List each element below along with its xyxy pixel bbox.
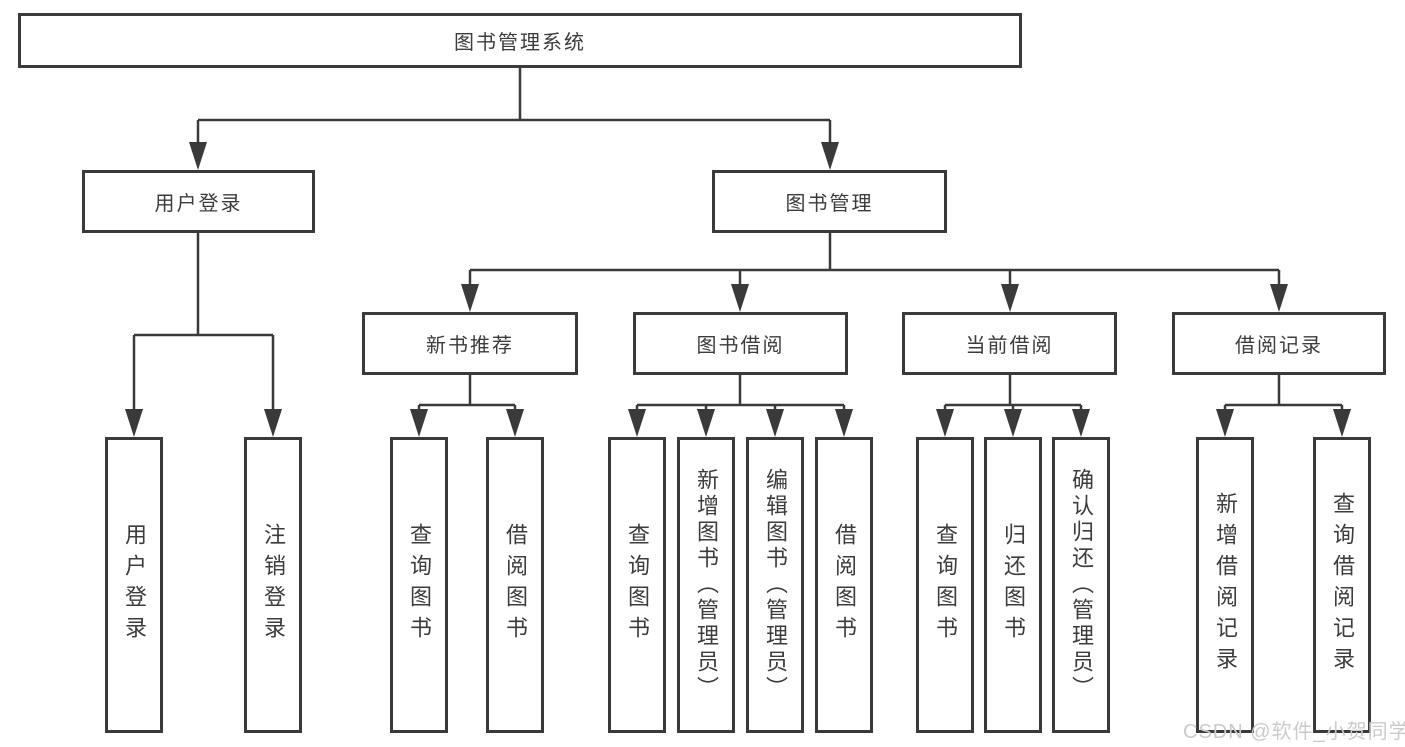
leaf-add-books-admin: 新增图书（管理员） [677, 437, 735, 733]
arrowheads [125, 142, 1351, 437]
leaf-borrow-books-label: 借阅图书 [832, 523, 857, 647]
leaf-edit-books-admin-label: 编辑图书（管理员） [763, 468, 788, 702]
leaf-borrow-books: 借阅图书 [815, 437, 873, 733]
leaf-add-borrow-record-label: 新增借阅记录 [1213, 492, 1238, 678]
leaf-borrow-query-books: 查询图书 [608, 437, 666, 733]
leaf-recommend-borrow-books-label: 借阅图书 [503, 523, 528, 647]
leaf-recommend-query-books-label: 查询图书 [407, 523, 432, 647]
node-current-borrow-label: 当前借阅 [965, 335, 1054, 357]
leaf-logout: 注销登录 [244, 437, 302, 733]
leaf-recommend-borrow-books: 借阅图书 [486, 437, 544, 733]
leaf-logout-label: 注销登录 [261, 523, 286, 647]
leaf-add-books-admin-label: 新增图书（管理员） [694, 468, 719, 702]
leaf-current-query-books: 查询图书 [916, 437, 974, 733]
node-book-borrow: 图书借阅 [633, 312, 848, 375]
leaf-confirm-return-admin: 确认归还（管理员） [1052, 437, 1110, 733]
node-book-borrow-label: 图书借阅 [696, 335, 785, 357]
node-library-system-label: 图书管理系统 [454, 32, 586, 54]
leaf-edit-books-admin: 编辑图书（管理员） [746, 437, 804, 733]
leaf-current-query-books-label: 查询图书 [933, 523, 958, 647]
node-user-login: 用户登录 [82, 170, 315, 233]
leaf-add-borrow-record: 新增借阅记录 [1196, 437, 1254, 733]
node-new-book-recommend-label: 新书推荐 [426, 335, 514, 357]
watermark: CSDN @软件_小贺同学 [1183, 721, 1405, 743]
leaf-return-books-label: 归还图书 [1001, 523, 1026, 647]
leaf-query-borrow-record-label: 查询借阅记录 [1330, 492, 1355, 678]
leaf-confirm-return-admin-label: 确认归还（管理员） [1069, 468, 1094, 702]
node-library-system: 图书管理系统 [18, 13, 1022, 68]
leaf-query-borrow-record: 查询借阅记录 [1313, 437, 1371, 733]
node-borrow-records: 借阅记录 [1172, 312, 1386, 375]
leaf-user-login: 用户登录 [105, 437, 163, 733]
node-borrow-records-label: 借阅记录 [1235, 335, 1323, 357]
node-current-borrow: 当前借阅 [902, 312, 1117, 375]
leaf-borrow-query-books-label: 查询图书 [625, 523, 650, 647]
node-new-book-recommend: 新书推荐 [362, 312, 578, 375]
node-book-management: 图书管理 [712, 170, 947, 233]
node-user-login-label: 用户登录 [154, 193, 243, 215]
leaf-recommend-query-books: 查询图书 [390, 437, 448, 733]
leaf-return-books: 归还图书 [984, 437, 1042, 733]
leaf-user-login-label: 用户登录 [122, 523, 147, 647]
node-book-management-label: 图书管理 [785, 193, 874, 215]
